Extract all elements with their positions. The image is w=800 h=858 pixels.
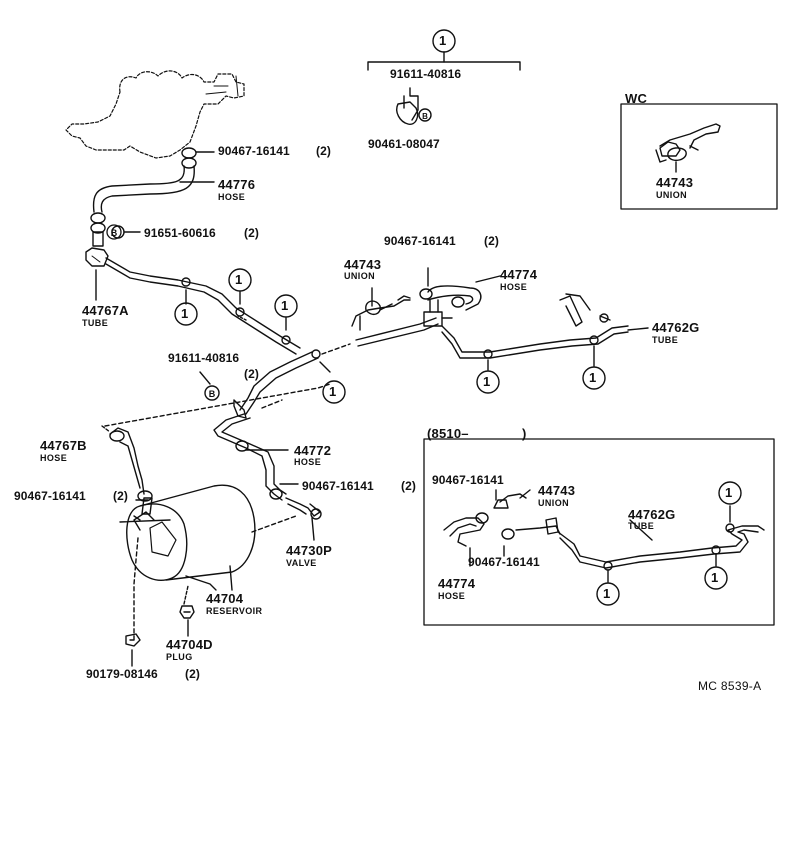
part-number: 44704D <box>166 637 213 652</box>
part-number: 90467-16141 <box>468 555 540 569</box>
part-name: TUBE <box>652 335 679 345</box>
callout-number: 1 <box>235 272 243 287</box>
callout-1-e <box>476 370 500 394</box>
callout-number: 1 <box>281 298 289 313</box>
part-qty: (2) <box>244 367 259 381</box>
part-number: 90467-16141 <box>14 489 86 503</box>
clip-b-icon: B <box>106 224 122 240</box>
callout-1-inset-b <box>596 582 620 606</box>
callout-number: 1 <box>439 33 447 48</box>
diagram-code: MC 8539-A <box>698 679 762 693</box>
part-number: 44767B <box>40 438 87 453</box>
svg-text:B: B <box>111 228 118 238</box>
part-number: 91611-40816 <box>168 351 240 365</box>
part-name: PLUG <box>166 652 193 662</box>
part-number: 44730P <box>286 543 333 558</box>
clip-b-marker: B <box>209 389 216 399</box>
wc-box-title: WC <box>625 91 648 106</box>
part-number: 44774 <box>500 267 538 282</box>
clamp-engine-lower <box>181 157 197 169</box>
part-name: HOSE <box>438 591 466 601</box>
callout-1-d <box>322 380 346 404</box>
part-number: 90467-16141 <box>432 473 504 487</box>
part-number: 44743 <box>344 257 382 272</box>
part-number: 44762G <box>652 320 700 335</box>
part-qty: (2) <box>244 226 259 240</box>
part-number: 90467-16141 <box>302 479 374 493</box>
reservoir-drawing <box>126 484 256 581</box>
part-qty: (2) <box>185 667 200 681</box>
part-name: TUBE <box>628 521 655 531</box>
part-name: HOSE <box>294 457 322 467</box>
part-name: UNION <box>344 271 375 281</box>
inset-title: (8510– <box>427 426 469 441</box>
part-name: RESERVOIR <box>206 606 263 616</box>
part-number: 44767A <box>82 303 129 318</box>
part-number: 90467-16141 <box>384 234 456 248</box>
part-number: 44776 <box>218 177 256 192</box>
callout-number: 1 <box>725 485 733 500</box>
inset-title-close: ) <box>522 426 527 441</box>
part-name: HOSE <box>40 453 68 463</box>
callout-number: 1 <box>603 586 611 601</box>
engine-outline <box>65 70 245 159</box>
part-number: 44743 <box>538 483 576 498</box>
part-number: 90461-08047 <box>368 137 440 151</box>
part-qty: (2) <box>484 234 499 248</box>
callout-1-b <box>274 294 298 318</box>
part-number: 44772 <box>294 443 332 458</box>
part-name: VALVE <box>286 558 317 568</box>
part-number: 44743 <box>656 175 694 190</box>
callout-1-c <box>174 302 198 326</box>
part-qty: (2) <box>401 479 416 493</box>
callout-number: 1 <box>483 374 491 389</box>
callout-number: 1 <box>589 370 597 385</box>
part-number: 91611-40816 <box>390 67 462 81</box>
part-qty: (2) <box>316 144 331 158</box>
callout-1-top-group <box>432 29 456 53</box>
part-name: UNION <box>538 498 569 508</box>
part-qty: (2) <box>113 489 128 503</box>
part-name: HOSE <box>500 282 528 292</box>
part-name: TUBE <box>82 318 109 328</box>
part-number: 44762G <box>628 507 676 522</box>
callout-number: 1 <box>329 384 337 399</box>
callout-1-f <box>582 366 606 390</box>
callout-number: 1 <box>181 306 189 321</box>
part-name: HOSE <box>218 192 246 202</box>
callout-number: 1 <box>711 570 719 585</box>
callout-1-a <box>228 268 252 292</box>
part-number: 91651-60616 <box>144 226 216 240</box>
part-number: 90467-16141 <box>218 144 290 158</box>
part-name: UNION <box>656 190 687 200</box>
callout-1-inset-a <box>718 481 742 505</box>
svg-text:B: B <box>422 112 428 121</box>
part-number: 44774 <box>438 576 476 591</box>
part-number: 44704 <box>206 591 244 606</box>
callout-1-inset-c <box>704 566 728 590</box>
part-number: 90179-08146 <box>86 667 158 681</box>
